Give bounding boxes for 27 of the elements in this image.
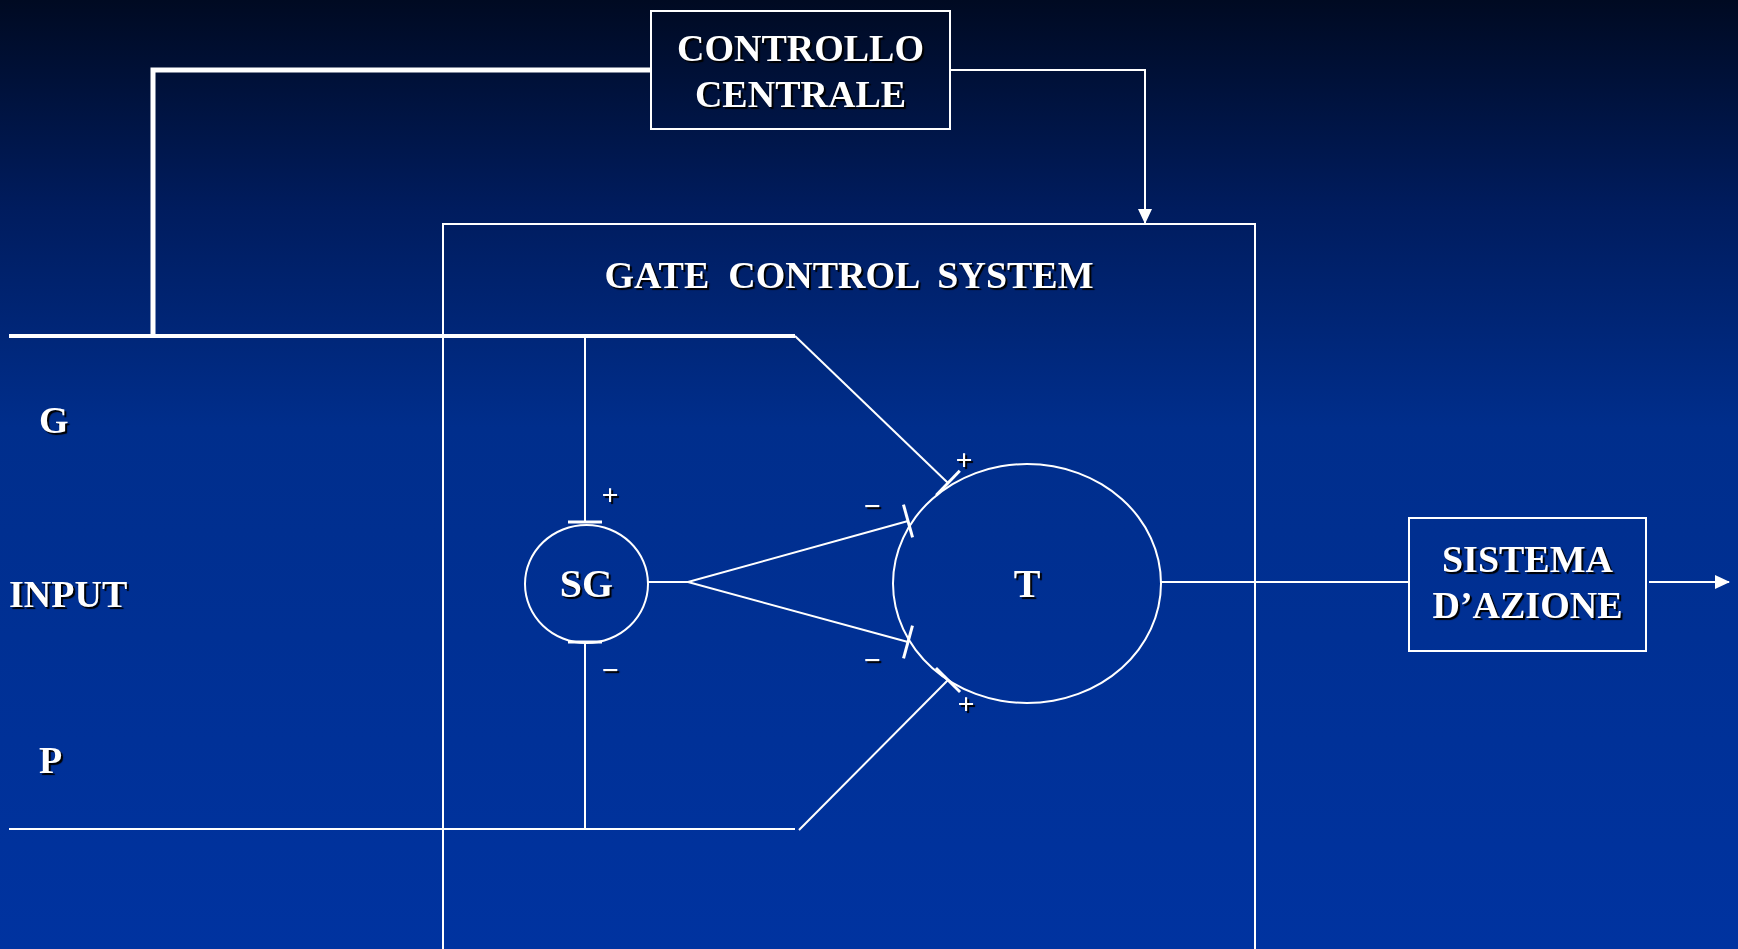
edge-label: +	[601, 480, 619, 510]
node-label: CONTROLLO CENTRALE	[675, 26, 925, 117]
node-label: SISTEMA D’AZIONE	[1431, 537, 1624, 628]
node-label: T	[1012, 559, 1042, 608]
output-box	[1408, 517, 1647, 652]
axis-label: INPUT	[9, 572, 128, 617]
arrow	[1648, 575, 1730, 589]
inhibition-line	[798, 666, 962, 831]
node-label: GATE CONTROL SYSTEM	[603, 253, 1095, 298]
fiber-line	[9, 334, 795, 434]
edge-label: +	[957, 689, 975, 719]
system-frame	[442, 223, 1256, 949]
node-label: G	[39, 398, 69, 443]
edge-label: +	[955, 445, 973, 475]
process-circle	[524, 524, 649, 644]
connector-line	[150, 67, 650, 334]
edge-label: −	[863, 491, 881, 521]
node-label: SG	[558, 560, 615, 608]
inhibition-line	[566, 640, 604, 831]
control-box	[650, 10, 951, 130]
node-label: P	[39, 738, 63, 783]
inhibition-line	[646, 581, 914, 660]
arrow	[950, 69, 1152, 224]
edge-label: −	[601, 655, 619, 685]
connector-line	[1159, 581, 1409, 583]
edge-label: −	[863, 645, 881, 675]
inhibition-line	[566, 335, 604, 524]
